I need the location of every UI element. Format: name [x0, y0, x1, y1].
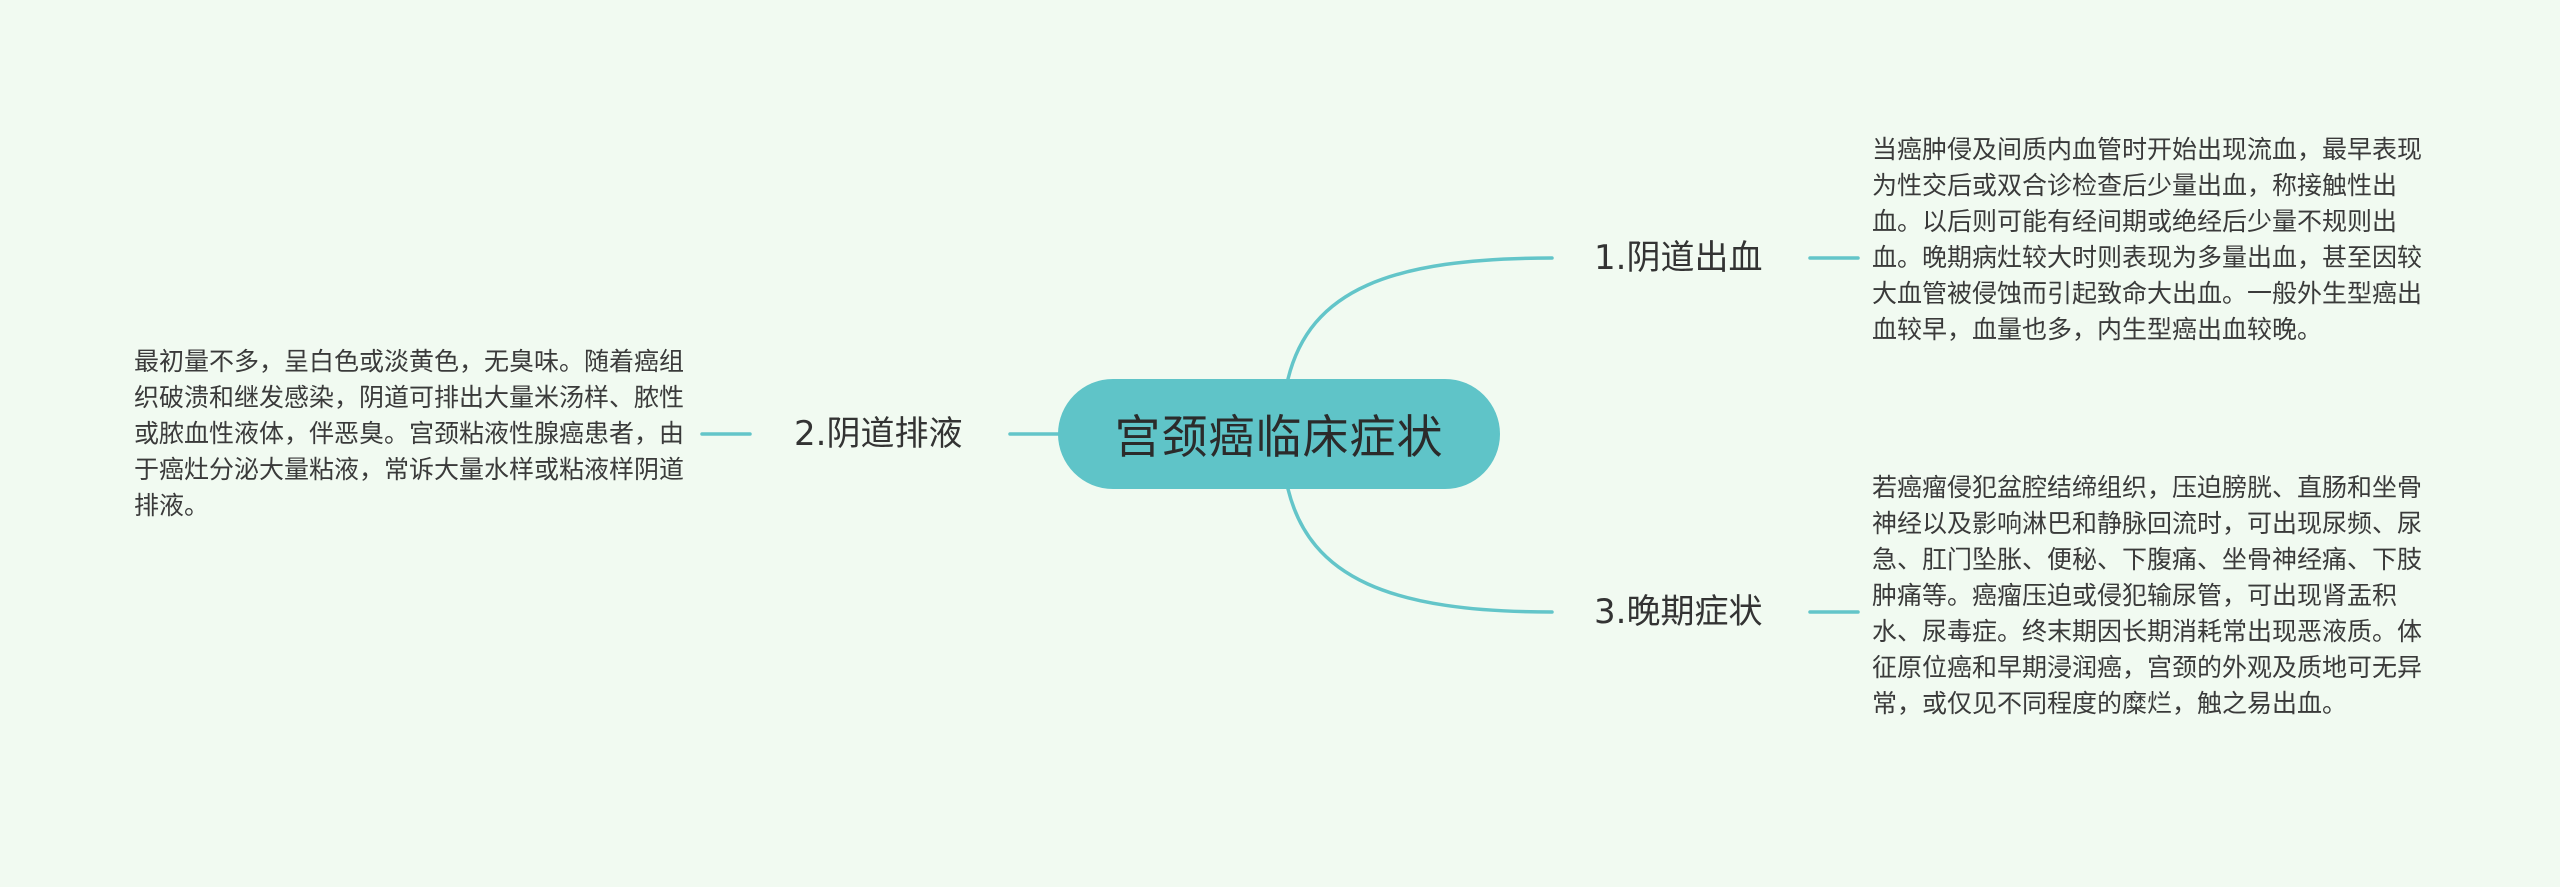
- root-topic[interactable]: 宫颈癌临床症状: [1058, 379, 1500, 489]
- leaf-vaginal-discharge-detail: 最初量不多，呈白色或淡黄色，无臭味。随着癌组织破溃和继发感染，阴道可排出大量米汤…: [134, 347, 685, 520]
- branch-vaginal-bleeding[interactable]: 1.阴道出血: [1594, 238, 1763, 278]
- leaf-late-symptoms-detail: 若癌瘤侵犯盆腔结缔组织，压迫膀胱、直肠和坐骨神经以及影响淋巴和静脉回流时，可出现…: [1872, 473, 2423, 718]
- branch-late-symptoms[interactable]: 3.晚期症状: [1594, 592, 1763, 632]
- connector-root-branch-3: [1286, 487, 1554, 614]
- leaf-vaginal-bleeding-detail: 当癌肿侵及间质内血管时开始出现流血，最早表现为性交后或双合诊检查后少量出血，称接…: [1872, 135, 2423, 344]
- branch-vaginal-discharge[interactable]: 2.阴道排液: [794, 414, 963, 454]
- connector-root-branch-1: [1286, 256, 1554, 381]
